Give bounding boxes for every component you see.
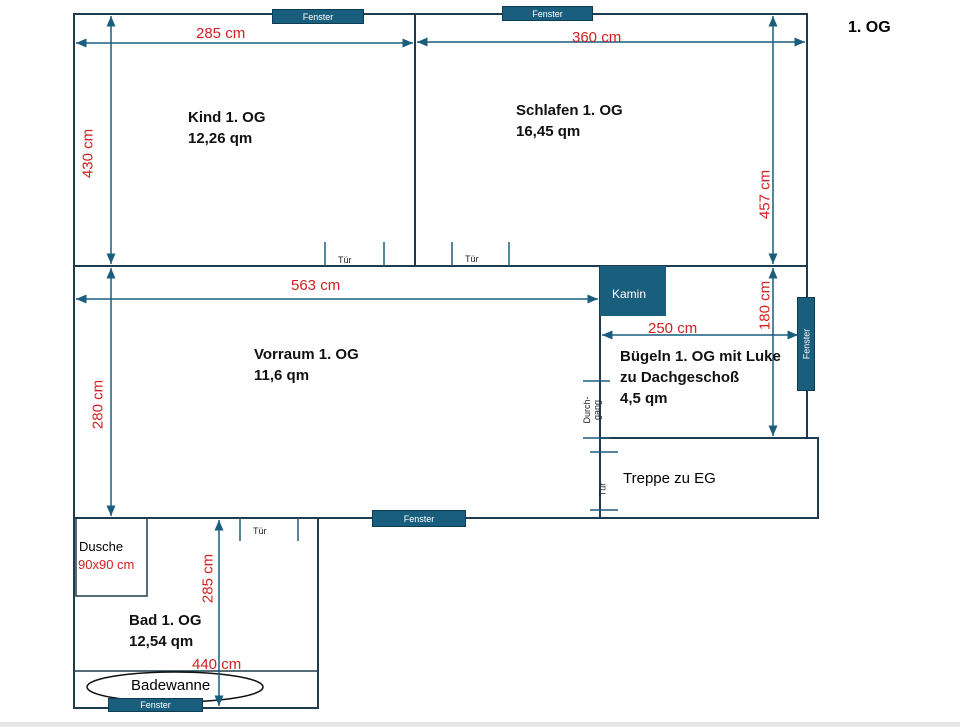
door-bad: Tür [253,526,267,536]
dim-kind-width: 285 cm [196,25,246,42]
kind-area: 12,26 qm [188,130,253,147]
dim-vorraum-width: 563 cm [291,277,341,294]
dim-schlafen-height: 457 cm [756,169,774,220]
buegeln-name: Bügeln 1. OG mit Luke [620,348,781,365]
dim-bad-width: 440 cm [192,656,242,673]
door-treppe: Tür [597,482,608,497]
window-vorraum: Fenster [372,510,466,527]
vorraum-name: Vorraum 1. OG [254,346,359,363]
dim-buegeln-height: 180 cm [756,280,774,331]
badewanne-label: Badewanne [131,677,211,694]
buegeln-name-2: zu Dachgeschoß [620,369,740,386]
dim-schlafen-width: 360 cm [572,29,622,46]
dusche-size: 90x90 cm [78,557,135,572]
treppe-label: Treppe zu EG [623,470,716,487]
schlafen-name: Schlafen 1. OG [516,102,623,119]
dim-kind-height: 430 cm [79,128,97,179]
dim-bad-height: 285 cm [199,553,217,604]
dim-vorraum-height: 280 cm [89,379,107,430]
upper-rooms-wall [73,13,808,267]
vorraum-area: 11,6 qm [254,367,310,384]
kind-name: Kind 1. OG [188,109,266,126]
window-schlafen: Fenster [502,6,593,21]
dusche-box [75,517,148,597]
bad-area: 12,54 qm [129,633,194,650]
schlafen-area: 16,45 qm [516,123,581,140]
door-schlafen: Tür [465,254,479,264]
kamin-label: Kamin [612,287,647,301]
dim-buegeln-width: 250 cm [648,320,698,337]
bad-name: Bad 1. OG [129,612,202,629]
bottom-strip [0,722,960,727]
window-bad: Fenster [108,698,203,712]
door-kind: Tür [338,255,352,265]
floor-label: 1. OG [848,19,891,36]
window-kind: Fenster [272,9,364,24]
window-buegeln: Fenster [797,297,815,391]
kamin-box [600,266,666,316]
dusche-label: Dusche [79,539,124,554]
durchgang-label: Durch-gang [582,396,602,424]
vorraum-wall [73,266,819,519]
buegeln-area: 4,5 qm [620,390,668,407]
